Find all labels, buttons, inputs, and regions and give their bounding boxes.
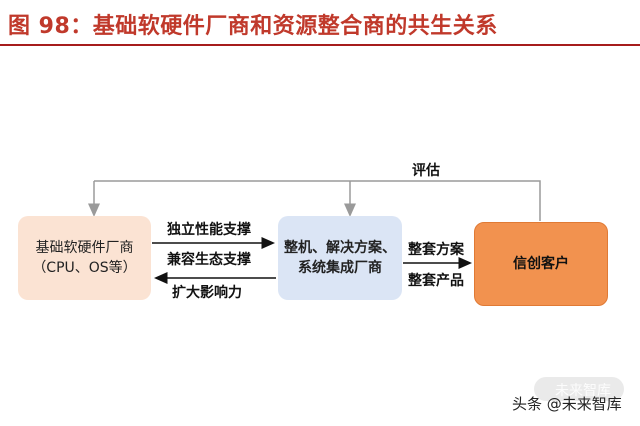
customer-node: 信创客户 xyxy=(474,222,608,306)
integrator-label-line2: 系统集成厂商 xyxy=(298,260,382,276)
feedback-label: 评估 xyxy=(412,163,440,179)
integrator-node: 整机、解决方案、 系统集成厂商 xyxy=(278,216,402,300)
foundation-vendor-sublabel: （CPU、OS等） xyxy=(32,260,137,276)
to-customer-label-2: 整套产品 xyxy=(408,273,464,289)
forward-label-1: 独立性能支撑 xyxy=(167,222,251,238)
watermark: 头条 @未来智库 xyxy=(512,395,622,413)
foundation-vendor-label: 基础软硬件厂商 xyxy=(35,239,134,256)
backward-label: 扩大影响力 xyxy=(172,285,242,301)
integrator-label-line1: 整机、解决方案、 xyxy=(284,239,396,256)
to-customer-label-1: 整套方案 xyxy=(408,242,464,258)
watermark-ghost-text: 未来智库 xyxy=(555,383,611,399)
forward-label-2: 兼容生态支撑 xyxy=(167,252,251,268)
customer-label: 信创客户 xyxy=(513,255,569,272)
title-divider xyxy=(0,44,640,46)
watermark-badge xyxy=(534,377,624,401)
page-title: 图 98：基础软硬件厂商和资源整合商的共生关系 xyxy=(8,14,498,39)
feedback-loop-line xyxy=(94,180,541,221)
foundation-vendor-node: 基础软硬件厂商 （CPU、OS等） xyxy=(18,216,151,300)
